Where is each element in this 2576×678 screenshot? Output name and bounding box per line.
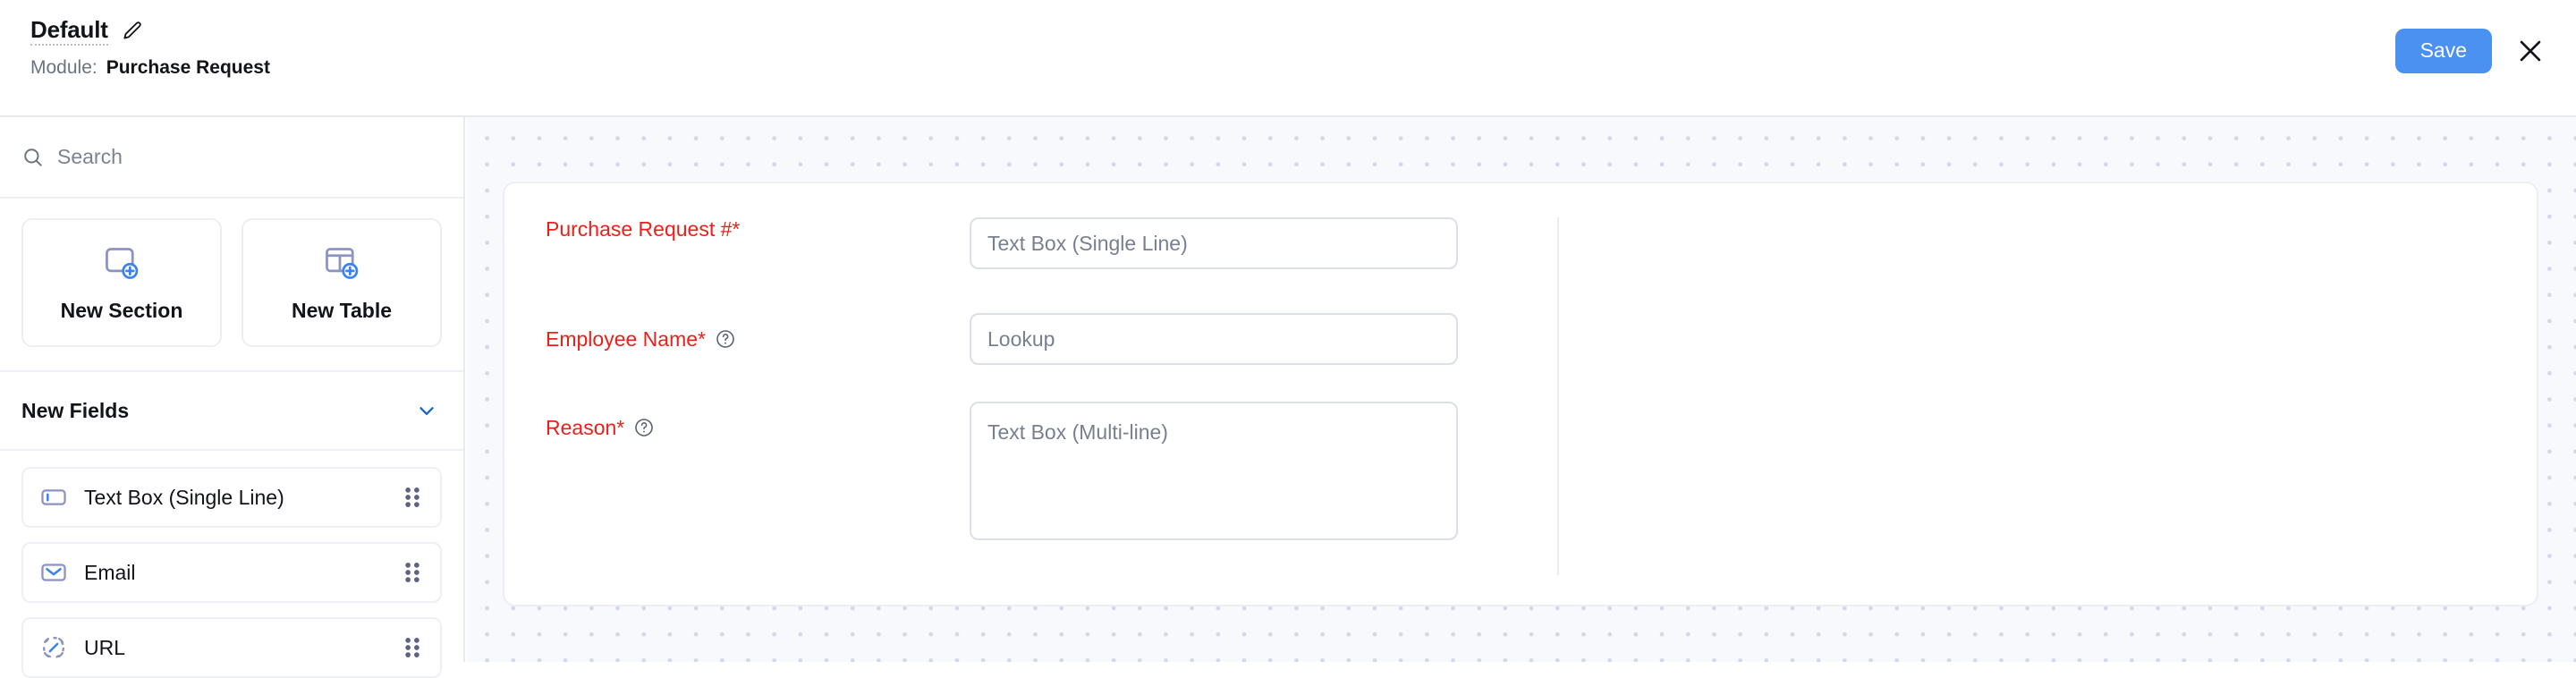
form-column-divider	[1557, 217, 1559, 575]
list-item[interactable]: Email	[21, 542, 442, 603]
list-item-label: URL	[84, 635, 126, 659]
close-icon[interactable]	[2515, 36, 2546, 66]
list-item-label: Email	[84, 560, 136, 584]
create-buttons-row: New Section New Table	[0, 199, 463, 372]
single-line-text-icon	[39, 483, 68, 512]
field-label-text: Employee Name*	[546, 326, 706, 351]
view-title-row: Default	[30, 16, 270, 47]
new-fields-header[interactable]: New Fields	[0, 372, 463, 451]
field-label-text: Reason*	[546, 415, 625, 439]
pencil-icon[interactable]	[121, 20, 144, 43]
save-button[interactable]: Save	[2394, 29, 2492, 73]
form-row: Purchase Request #*	[504, 217, 1458, 269]
drag-handle-icon[interactable]	[402, 561, 422, 584]
help-icon[interactable]	[715, 328, 736, 350]
new-table-button[interactable]: New Table	[242, 218, 442, 347]
reason-textarea[interactable]	[970, 402, 1458, 540]
drag-handle-icon[interactable]	[402, 486, 422, 509]
form-canvas[interactable]: Purchase Request #* Employee Name* Reaso…	[467, 117, 2576, 662]
header-actions: Save	[2394, 29, 2546, 73]
field-label-text: Purchase Request #*	[546, 217, 741, 241]
chevron-down-icon[interactable]	[415, 399, 438, 422]
search-icon	[21, 146, 45, 169]
header-left-group: Default Module: Purchase Request	[30, 0, 270, 79]
new-section-label: New Section	[60, 298, 183, 322]
new-section-button[interactable]: New Section	[21, 218, 222, 347]
email-icon	[39, 558, 68, 587]
search-row	[0, 117, 463, 199]
form-row: Employee Name*	[504, 313, 1458, 365]
url-icon	[39, 633, 68, 662]
new-table-label: New Table	[291, 298, 393, 322]
module-row: Module: Purchase Request	[30, 57, 270, 79]
field-label-employee-name: Employee Name*	[504, 313, 970, 365]
new-section-icon	[101, 243, 142, 284]
purchase-request-input[interactable]	[970, 217, 1458, 269]
sidebar: New Section New Table New Fields	[0, 117, 465, 678]
field-list: Text Box (Single Line) Email	[0, 451, 463, 678]
help-icon[interactable]	[633, 417, 655, 438]
drag-handle-icon[interactable]	[402, 636, 422, 659]
field-label-reason: Reason*	[504, 402, 970, 453]
page-header: Default Module: Purchase Request Save	[0, 0, 2576, 117]
list-item-label: Text Box (Single Line)	[84, 485, 284, 509]
field-label-purchase-request: Purchase Request #*	[504, 217, 970, 242]
list-item[interactable]: Text Box (Single Line)	[21, 467, 442, 528]
page-title: Default	[30, 17, 108, 46]
new-fields-title: New Fields	[21, 398, 130, 422]
module-label: Module:	[30, 57, 97, 78]
module-value: Purchase Request	[106, 57, 270, 78]
form-section-card: Purchase Request #* Employee Name* Reaso…	[503, 182, 2538, 606]
search-input[interactable]	[57, 145, 397, 169]
new-table-icon	[321, 243, 362, 284]
employee-name-lookup-input[interactable]	[970, 313, 1458, 365]
form-row: Reason*	[504, 402, 1458, 540]
list-item[interactable]: URL	[21, 617, 442, 678]
